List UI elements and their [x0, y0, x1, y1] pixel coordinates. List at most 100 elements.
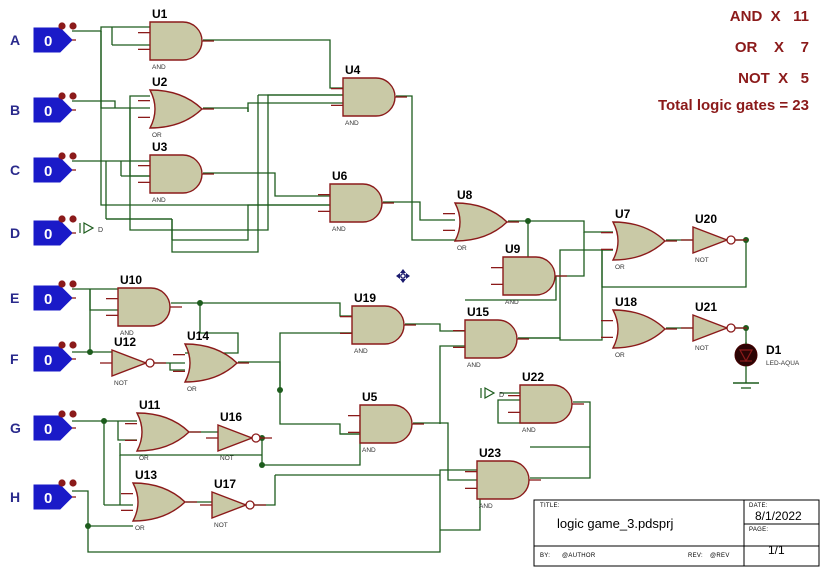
input-toggle-dot-low — [69, 479, 77, 487]
gate-refdes: U20 — [695, 212, 717, 226]
net-terminal-d-1[interactable]: D — [480, 386, 504, 400]
page-value: 1/1 — [768, 543, 785, 557]
gate-type-label: OR — [615, 264, 625, 271]
gate-type-label: AND — [354, 348, 368, 355]
gate-refdes: U2 — [152, 75, 168, 89]
gate-refdes: U18 — [615, 295, 637, 309]
logic-input-b[interactable]: 0 — [33, 92, 77, 123]
date-label: DATE: — [749, 503, 768, 509]
logic-input-e[interactable]: 0 — [33, 280, 77, 311]
input-pin-body — [33, 484, 73, 510]
gate-refdes: U3 — [152, 140, 168, 154]
net-terminals: DD — [79, 221, 504, 400]
gate-body — [183, 343, 239, 383]
rev-value: @REV — [710, 553, 730, 559]
input-toggle-dot-low — [69, 152, 77, 160]
gate-type-label: AND — [345, 120, 359, 127]
gate-type-label: AND — [332, 226, 346, 233]
input-toggle-dot-high — [58, 152, 66, 160]
input-pin-value: 0 — [44, 352, 52, 369]
io-label-a: A — [10, 32, 21, 48]
input-pin-value: 0 — [44, 163, 52, 180]
gate-body — [149, 21, 203, 61]
io-label-f: F — [10, 351, 19, 367]
gate-refdes: U4 — [345, 63, 361, 77]
gate-refdes: U22 — [522, 370, 544, 384]
legend-not-count: NOT X 5 — [738, 70, 809, 87]
gate-body — [117, 287, 171, 327]
gate-body — [131, 482, 187, 522]
gate-body — [359, 404, 413, 444]
input-toggle-dot-high — [58, 92, 66, 100]
input-toggle-dot-low — [69, 341, 77, 349]
input-toggle-dot-high — [58, 410, 66, 418]
net-terminal-d-0[interactable]: D — [79, 221, 103, 235]
gate-body — [351, 305, 405, 345]
gate-type-label: AND — [120, 330, 134, 337]
gate-refdes: U13 — [135, 468, 157, 482]
logic-input-f[interactable]: 0 — [33, 341, 77, 372]
input-toggle-dot-high — [58, 280, 66, 288]
gate-type-label: OR — [152, 132, 162, 139]
gate-body — [135, 412, 191, 452]
gate-body — [211, 490, 248, 520]
io-label-c: C — [10, 162, 21, 178]
input-pin-body — [33, 157, 73, 183]
title-value: logic game_3.pdsprj — [557, 516, 674, 531]
led-envelope — [734, 343, 758, 367]
logic-input-c[interactable]: 0 — [33, 152, 77, 183]
logic-input-d[interactable]: 0 — [33, 215, 77, 246]
by-value: @AUTHOR — [562, 553, 596, 559]
led-refdes: D1 — [766, 343, 782, 357]
gate-body — [342, 77, 396, 117]
input-pin-value: 0 — [44, 421, 52, 438]
input-pins[interactable]: 0 0 0 0 0 0 0 0 — [33, 22, 77, 510]
rev-label: REV: — [688, 553, 703, 559]
gate-refdes: U10 — [120, 273, 142, 287]
logic-input-a[interactable]: 0 — [33, 22, 77, 53]
gate-body — [149, 154, 203, 194]
logic-input-g[interactable]: 0 — [33, 410, 77, 441]
gate-body — [148, 89, 204, 129]
by-label: BY: — [540, 553, 551, 559]
logic-input-h[interactable]: 0 — [33, 479, 77, 510]
gate-type-label: NOT — [114, 380, 128, 387]
gate-type-label: AND — [479, 503, 493, 510]
gate-refdes: U7 — [615, 207, 631, 221]
gate-type-label: NOT — [695, 345, 709, 352]
input-pin-body — [33, 27, 73, 53]
io-label-g: G — [10, 420, 21, 436]
gate-body — [476, 460, 530, 500]
gate-type-label: AND — [522, 427, 536, 434]
gate-refdes: U14 — [187, 329, 209, 343]
input-toggle-dot-low — [69, 22, 77, 30]
input-toggle-dot-high — [58, 341, 66, 349]
